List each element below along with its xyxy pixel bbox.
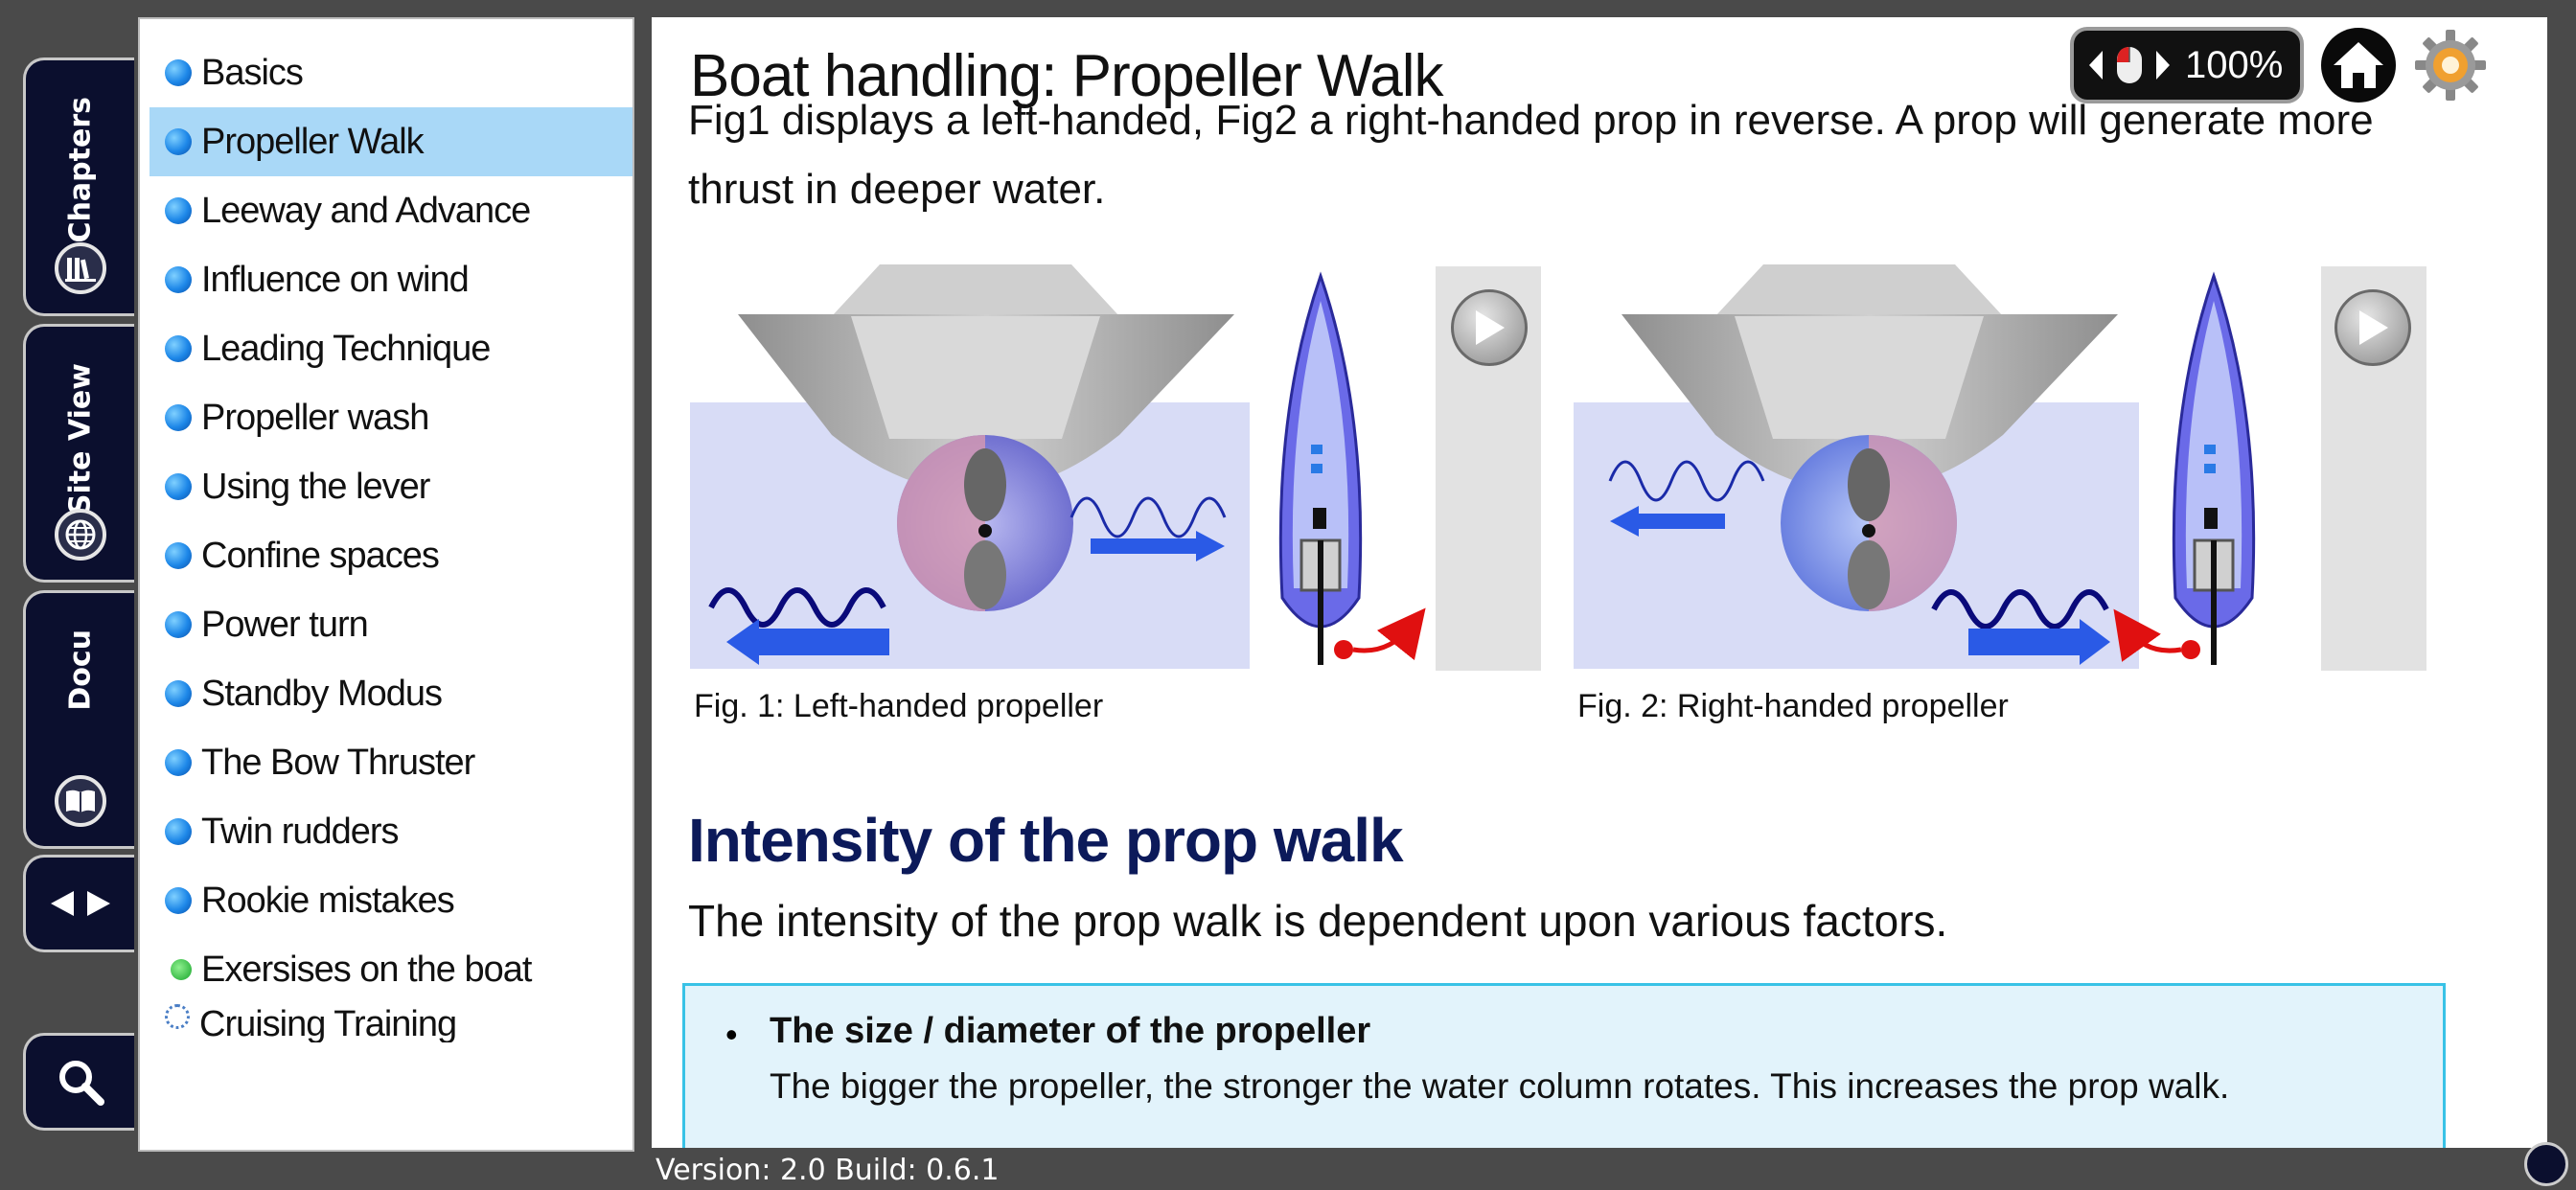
blue-bullet-icon xyxy=(165,749,192,776)
search-button[interactable] xyxy=(23,1033,134,1131)
bullet-title: The size / diameter of the propeller xyxy=(770,1011,1371,1051)
version-label: Version: 2.0 Build: 0.6.1 xyxy=(656,1154,1000,1187)
tab-docu-label: Docu xyxy=(63,629,97,711)
content-panel: Boat handling: Propeller Walk 100% xyxy=(652,17,2547,1148)
sidebar-item-leeway[interactable]: Leeway and Advance xyxy=(150,176,632,245)
bullet-point: • xyxy=(725,1015,738,1054)
sidebar-item-label: Basics xyxy=(201,52,304,93)
sidebar-item-using-the-lever[interactable]: Using the lever xyxy=(150,452,632,521)
figure-right-handed: Fig. 2: Right-handed propeller xyxy=(1572,263,2434,724)
search-icon xyxy=(58,1061,104,1106)
mouse-icon xyxy=(2104,45,2154,85)
sidebar-item-label: Cruising Training xyxy=(199,1004,457,1042)
left-right-arrows-icon xyxy=(50,891,110,916)
sidebar-item-label: Exersises on the boat xyxy=(201,949,532,990)
tab-site-view[interactable]: Site View xyxy=(23,324,134,583)
sidebar-item-power-turn[interactable]: Power turn xyxy=(150,590,632,659)
sidebar-item-label: Propeller Walk xyxy=(201,121,425,162)
sidebar-item-twin-rudders[interactable]: Twin rudders xyxy=(150,797,632,866)
toolbar: 100% xyxy=(2070,27,2488,103)
sidebar-item-basics[interactable]: Basics xyxy=(150,38,632,107)
zoom-level: 100% xyxy=(2185,43,2284,86)
blue-bullet-icon xyxy=(165,680,192,707)
sidebar-item-exercises[interactable]: Exersises on the boat xyxy=(150,935,632,1004)
chevron-left-icon[interactable] xyxy=(2087,49,2104,81)
figures: Fig. 1: Left-handed propeller xyxy=(688,263,2480,724)
sidebar-item-label: Propeller wash xyxy=(201,397,429,438)
sidebar-item-label: Confine spaces xyxy=(201,535,440,576)
right-handed-prop-illustration xyxy=(1574,264,2426,671)
tab-chapters[interactable]: Chapters xyxy=(23,57,134,316)
sidebar-item-cruising-training[interactable]: Cruising Training xyxy=(150,1004,632,1042)
play-icon xyxy=(2359,310,2388,345)
page-title: Boat handling: Propeller Walk xyxy=(690,43,1443,109)
sidebar-item-label: Leading Technique xyxy=(201,328,491,369)
bullet-text: The bigger the propeller, the stronger t… xyxy=(770,1066,2230,1106)
blue-bullet-icon xyxy=(165,128,192,155)
sidebar-item-influence-on-wind[interactable]: Influence on wind xyxy=(150,245,632,314)
zoom-control[interactable]: 100% xyxy=(2070,27,2304,103)
info-box: • The size / diameter of the propeller T… xyxy=(682,983,2446,1148)
blue-bullet-icon xyxy=(165,887,192,914)
sidebar-item-label: Rookie mistakes xyxy=(201,880,455,921)
chapter-list: Basics Propeller Walk Leeway and Advance… xyxy=(150,38,632,1058)
sidebar-item-bow-thruster[interactable]: The Bow Thruster xyxy=(150,728,632,797)
blue-bullet-icon xyxy=(165,266,192,293)
blue-bullet-icon xyxy=(165,404,192,431)
settings-button[interactable] xyxy=(2413,28,2488,103)
globe-icon xyxy=(54,509,106,561)
blue-bullet-icon xyxy=(165,818,192,845)
left-handed-prop-illustration xyxy=(690,264,1541,671)
chevron-right-icon[interactable] xyxy=(2154,49,2172,81)
intro-paragraph: Fig1 displays a left-handed, Fig2 a righ… xyxy=(688,97,2374,213)
blue-bullet-icon xyxy=(165,59,192,86)
home-button[interactable] xyxy=(2321,28,2396,103)
gear-bullet-icon xyxy=(165,1004,190,1029)
section-paragraph: The intensity of the prop walk is depend… xyxy=(688,896,1948,946)
sidebar-item-standby-modus[interactable]: Standby Modus xyxy=(150,659,632,728)
sidebar-item-propeller-wash[interactable]: Propeller wash xyxy=(150,383,632,452)
blue-bullet-icon xyxy=(165,197,192,224)
books-icon xyxy=(54,242,106,294)
sidebar-item-label: Leeway and Advance xyxy=(201,190,531,231)
blue-bullet-icon xyxy=(165,542,192,569)
chapter-sidebar: Basics Propeller Walk Leeway and Advance… xyxy=(138,17,634,1152)
play-button[interactable] xyxy=(1451,289,1528,366)
play-button[interactable] xyxy=(2334,289,2411,366)
tab-chapters-label: Chapters xyxy=(63,97,97,243)
sidebar-item-propeller-walk[interactable]: Propeller Walk xyxy=(150,107,632,176)
toggle-sidebar-button[interactable] xyxy=(23,855,134,952)
home-icon xyxy=(2334,42,2383,88)
section-heading: Intensity of the prop walk xyxy=(688,806,1404,875)
sidebar-item-label: Standby Modus xyxy=(201,673,443,714)
sidebar-item-confine-spaces[interactable]: Confine spaces xyxy=(150,521,632,590)
sidebar-item-label: Twin rudders xyxy=(201,811,400,852)
sidebar-item-rookie-mistakes[interactable]: Rookie mistakes xyxy=(150,866,632,935)
sidebar-item-leading-technique[interactable]: Leading Technique xyxy=(150,314,632,383)
gear-icon xyxy=(2415,30,2486,101)
figure-caption: Fig. 1: Left-handed propeller xyxy=(694,688,1104,724)
sidebar-item-label: Influence on wind xyxy=(201,259,470,300)
figure-left-handed: Fig. 1: Left-handed propeller xyxy=(688,263,1551,724)
sidebar-item-label: Using the lever xyxy=(201,466,430,507)
sidebar-item-label: The Bow Thruster xyxy=(201,742,475,783)
figure-caption: Fig. 2: Right-handed propeller xyxy=(1577,688,2009,724)
blue-bullet-icon xyxy=(165,335,192,362)
sidebar-item-label: Power turn xyxy=(201,604,369,645)
green-bullet-icon xyxy=(171,959,192,980)
blue-bullet-icon xyxy=(165,611,192,638)
article: Fig1 displays a left-handed, Fig2 a righ… xyxy=(682,97,2480,1148)
play-icon xyxy=(1476,310,1505,345)
blue-bullet-icon xyxy=(165,473,192,500)
tab-site-view-label: Site View xyxy=(63,363,97,515)
tab-docu[interactable]: Docu xyxy=(23,590,134,849)
mouse-indicator-icon[interactable] xyxy=(2524,1142,2568,1186)
book-icon xyxy=(54,775,106,827)
